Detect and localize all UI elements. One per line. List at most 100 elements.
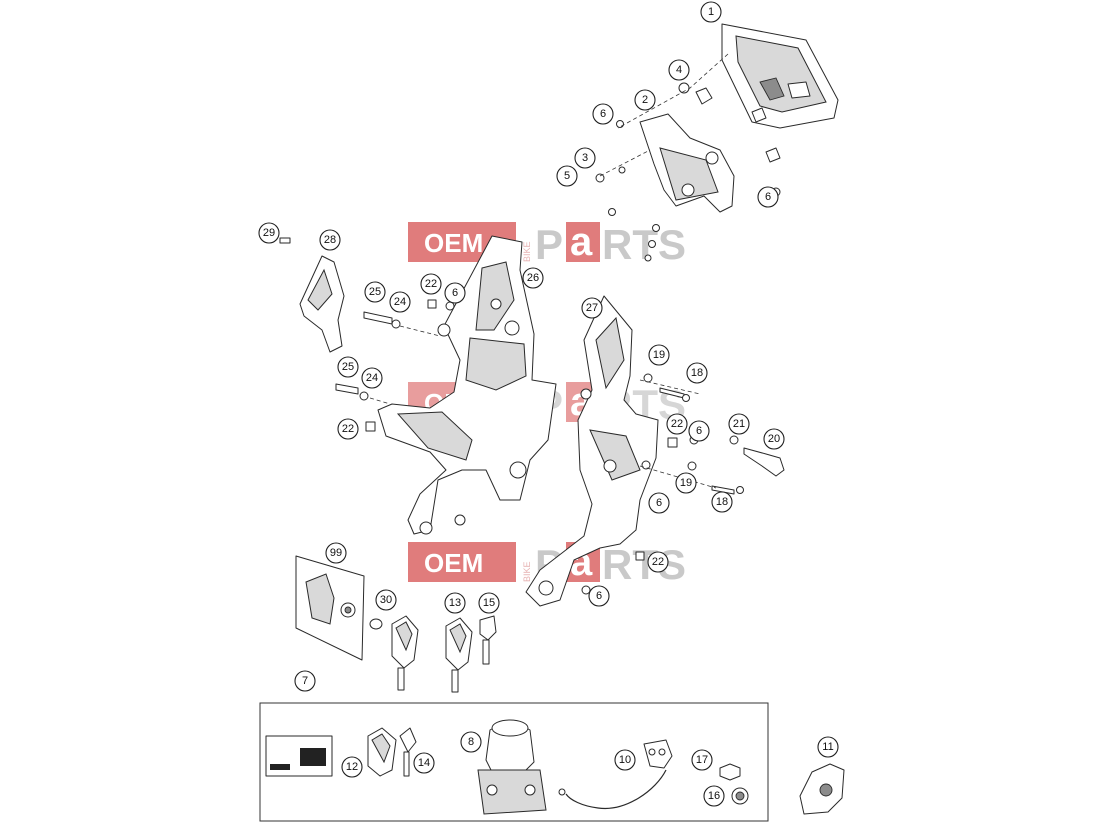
svg-text:12: 12 (346, 761, 358, 773)
svg-text:18: 18 (716, 496, 728, 508)
svg-text:11: 11 (822, 741, 833, 753)
main-frame-left (335, 235, 557, 535)
callout-25: 25 (364, 281, 386, 303)
svg-text:30: 30 (380, 594, 392, 606)
svg-text:6: 6 (765, 191, 771, 203)
svg-text:8: 8 (468, 736, 474, 748)
callout-11: 11 (817, 736, 839, 758)
svg-text:29: 29 (263, 227, 275, 239)
svg-text:26: 26 (527, 272, 539, 284)
svg-text:15: 15 (483, 597, 495, 609)
callout-4: 4 (668, 59, 690, 81)
callout-12: 12 (341, 756, 363, 778)
display-bracket (595, 53, 781, 262)
svg-text:P: P (535, 221, 563, 268)
svg-text:24: 24 (394, 296, 406, 308)
callout-6: 6 (592, 103, 614, 125)
callout-6: 6 (648, 492, 670, 514)
callout-6: 6 (588, 585, 610, 607)
callout-18: 18 (711, 491, 733, 513)
svg-text:22: 22 (652, 556, 664, 568)
callout-3: 3 (574, 147, 596, 169)
svg-text:6: 6 (656, 497, 662, 509)
svg-text:5: 5 (564, 170, 570, 182)
lock-cover (799, 763, 845, 815)
svg-text:27: 27 (586, 302, 598, 314)
svg-text:14: 14 (418, 757, 430, 769)
svg-text:6: 6 (452, 287, 458, 299)
dashboard-display (721, 23, 839, 129)
svg-text:25: 25 (369, 286, 381, 298)
svg-text:28: 28 (324, 234, 336, 246)
callout-6: 6 (688, 420, 710, 442)
callout-27: 27 (581, 297, 603, 319)
callout-7: 7 (294, 670, 316, 692)
svg-text:6: 6 (696, 425, 702, 437)
callout-22: 22 (337, 418, 359, 440)
svg-text:a: a (570, 220, 593, 264)
callout-22: 22 (666, 413, 688, 435)
callout-19: 19 (675, 472, 697, 494)
callout-18: 18 (686, 362, 708, 384)
svg-text:3: 3 (582, 152, 588, 164)
svg-text:19: 19 (653, 349, 665, 361)
callout-1: 1 (700, 1, 722, 23)
callout-8: 8 (460, 731, 482, 753)
lock-set-contents (265, 719, 749, 815)
svg-text:OEM: OEM (424, 228, 483, 258)
svg-text:1: 1 (708, 6, 714, 18)
svg-text:24: 24 (366, 372, 378, 384)
callout-labels: 1 4 2 6 3 5 6 28 29 22 6 26 25 24 27 19 … (258, 1, 839, 807)
svg-text:22: 22 (342, 423, 354, 435)
ignition-keys (369, 615, 497, 693)
lock-set-box (259, 702, 769, 822)
watermark-top: OEM BIKE P a RTS (408, 220, 686, 268)
svg-text:6: 6 (596, 590, 602, 602)
callout-5: 5 (556, 165, 578, 187)
svg-text:16: 16 (708, 790, 720, 802)
svg-text:13: 13 (449, 597, 461, 609)
svg-text:17: 17 (696, 754, 708, 766)
svg-text:4: 4 (676, 64, 682, 76)
callout-19: 19 (648, 344, 670, 366)
svg-text:OEM: OEM (424, 548, 483, 578)
callout-6: 6 (757, 186, 779, 208)
callout-20: 20 (763, 428, 785, 450)
callout-22: 22 (420, 273, 442, 295)
callout-25: 25 (337, 356, 359, 378)
callout-13: 13 (444, 592, 466, 614)
svg-text:99: 99 (330, 547, 342, 559)
callout-24: 24 (389, 291, 411, 313)
svg-text:20: 20 (768, 433, 780, 445)
side-cover (279, 237, 345, 353)
callout-2: 2 (634, 89, 656, 111)
svg-text:25: 25 (342, 361, 354, 373)
callout-14: 14 (413, 752, 435, 774)
callout-30: 30 (375, 589, 397, 611)
callout-99: 99 (325, 542, 347, 564)
svg-text:21: 21 (733, 418, 745, 430)
svg-text:6: 6 (600, 108, 606, 120)
callout-15: 15 (478, 592, 500, 614)
callout-24: 24 (361, 367, 383, 389)
sticker-set (295, 555, 365, 661)
callout-16: 16 (703, 785, 725, 807)
svg-text:22: 22 (425, 278, 437, 290)
svg-text:RTS: RTS (602, 541, 686, 588)
callout-10: 10 (614, 749, 636, 771)
callout-6: 6 (444, 282, 466, 304)
svg-text:BIKE: BIKE (522, 241, 532, 262)
svg-text:22: 22 (671, 418, 683, 430)
svg-text:19: 19 (680, 477, 692, 489)
callout-28: 28 (319, 229, 341, 251)
callout-22: 22 (647, 551, 669, 573)
callout-17: 17 (691, 749, 713, 771)
svg-text:7: 7 (302, 675, 308, 687)
svg-text:BIKE: BIKE (522, 561, 532, 582)
svg-text:RTS: RTS (602, 221, 686, 268)
svg-text:10: 10 (619, 754, 631, 766)
callout-21: 21 (728, 413, 750, 435)
callout-26: 26 (522, 267, 544, 289)
